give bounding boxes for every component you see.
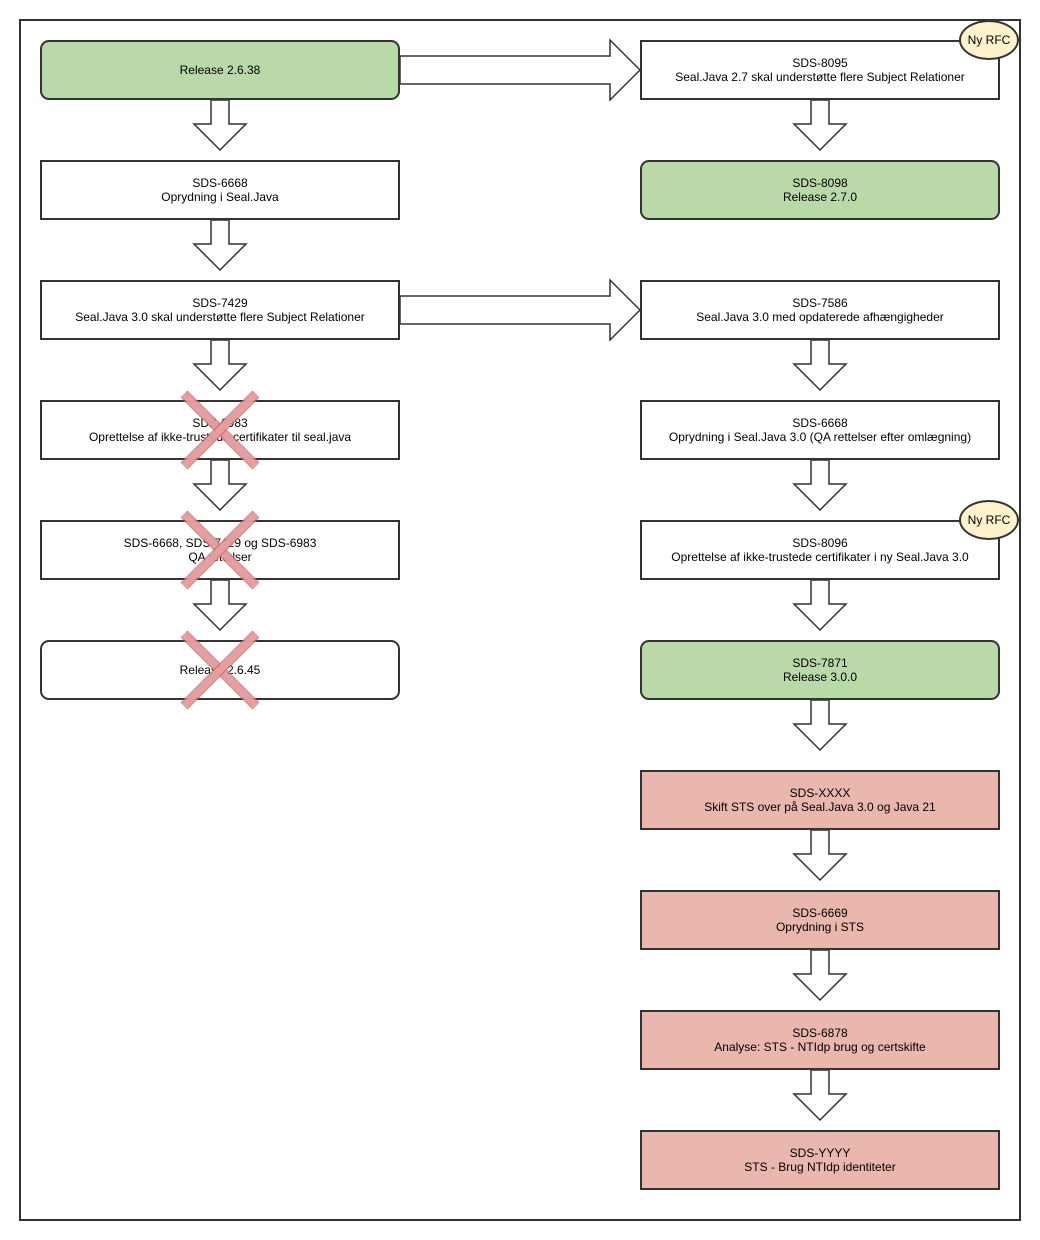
node-sds-6878: SDS-6878 Analyse: STS - NTIdp brug og ce… (640, 1010, 1000, 1070)
node-text: Oprydning i Seal.Java 3.0 (QA rettelser … (668, 430, 972, 444)
node-id: SDS-XXXX (789, 786, 851, 800)
down-arrow (792, 829, 848, 882)
down-arrow (792, 949, 848, 1002)
down-arrow (192, 99, 248, 152)
right-arrow (399, 278, 642, 342)
node-text: Analyse: STS - NTIdp brug og certskifte (714, 1040, 926, 1054)
down-arrow (792, 1069, 848, 1122)
node-id: SDS-6878 (792, 1026, 848, 1040)
down-arrow (792, 339, 848, 392)
node-id: SDS-YYYY (789, 1146, 851, 1160)
node-id: SDS-6668 (792, 416, 848, 430)
node-release-2-6-38: Release 2.6.38 (40, 40, 400, 100)
node-text: Release 3.0.0 (782, 670, 858, 684)
right-arrow (399, 38, 642, 102)
down-arrow (792, 699, 848, 752)
node-text: Seal.Java 3.0 skal understøtte flere Sub… (75, 310, 365, 324)
node-sds-6669: SDS-6669 Oprydning i STS (640, 890, 1000, 950)
node-text: Oprydning i STS (775, 920, 865, 934)
node-id: SDS-7871 (792, 656, 848, 670)
node-text: QA rettelser (188, 550, 252, 564)
node-sds-8098: SDS-8098 Release 2.7.0 (640, 160, 1000, 220)
node-text: Seal.Java 2.7 skal understøtte flere Sub… (675, 70, 965, 84)
node-text: Skift STS over på Seal.Java 3.0 og Java … (704, 800, 936, 814)
node-text: Seal.Java 3.0 med opdaterede afhængighed… (696, 310, 944, 324)
badge-ny-rfc-8095: Ny RFC (959, 20, 1019, 60)
node-sds-7586: SDS-7586 Seal.Java 3.0 med opdaterede af… (640, 280, 1000, 340)
node-text: STS - Brug NTIdp identiteter (744, 1160, 896, 1174)
node-sds-8096: SDS-8096 Oprettelse af ikke-trustede cer… (640, 520, 1000, 580)
node-sds-7429: SDS-7429 Seal.Java 3.0 skal understøtte … (40, 280, 400, 340)
diagram-frame (19, 19, 1021, 1221)
node-id: SDS-8096 (792, 536, 848, 550)
node-sds-6983: SDS-6983 Oprettelse af ikke-trustede cer… (40, 400, 400, 460)
node-id: SDS-6668, SDS-7429 og SDS-6983 (123, 536, 317, 550)
node-id: SDS-8095 (792, 56, 848, 70)
down-arrow (792, 459, 848, 512)
node-text: Oprettelse af ikke-trustede certifikater… (88, 430, 352, 444)
node-id: SDS-6983 (192, 416, 248, 430)
node-sds-yyyy: SDS-YYYY STS - Brug NTIdp identiteter (640, 1130, 1000, 1190)
node-text: Release 2.6.45 (179, 663, 261, 677)
node-sds-xxxx: SDS-XXXX Skift STS over på Seal.Java 3.0… (640, 770, 1000, 830)
down-arrow (792, 579, 848, 632)
node-text: Oprydning i Seal.Java (161, 190, 279, 204)
node-sds-8095: SDS-8095 Seal.Java 2.7 skal understøtte … (640, 40, 1000, 100)
badge-ny-rfc-8096: Ny RFC (959, 500, 1019, 540)
node-sds-6668-oprydning: SDS-6668 Oprydning i Seal.Java (40, 160, 400, 220)
node-id: SDS-6669 (792, 906, 848, 920)
down-arrow (792, 99, 848, 152)
node-text: Release 2.6.38 (179, 63, 261, 77)
node-id: SDS-7429 (192, 296, 248, 310)
node-id: SDS-7586 (792, 296, 848, 310)
node-release-2-6-45: Release 2.6.45 (40, 640, 400, 700)
node-qa-rettelser: SDS-6668, SDS-7429 og SDS-6983 QA rettel… (40, 520, 400, 580)
down-arrow (192, 219, 248, 272)
node-sds-7871: SDS-7871 Release 3.0.0 (640, 640, 1000, 700)
down-arrow (192, 579, 248, 632)
down-arrow (192, 459, 248, 512)
node-text: Oprettelse af ikke-trustede certifikater… (671, 550, 969, 564)
node-sds-6668-seal-java-3: SDS-6668 Oprydning i Seal.Java 3.0 (QA r… (640, 400, 1000, 460)
node-id: SDS-8098 (792, 176, 848, 190)
down-arrow (192, 339, 248, 392)
node-id: SDS-6668 (192, 176, 248, 190)
node-text: Release 2.7.0 (782, 190, 858, 204)
